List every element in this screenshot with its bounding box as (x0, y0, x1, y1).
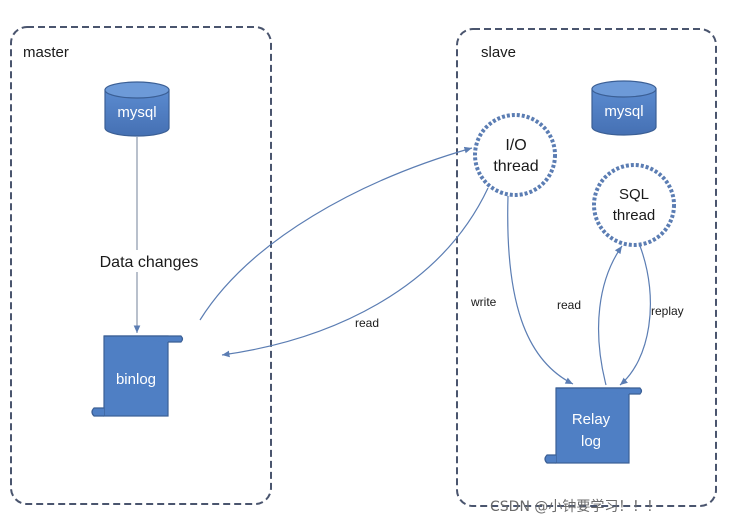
io-thread-node: I/O thread (473, 113, 557, 197)
relay-log-label-line1: Relay (572, 411, 611, 428)
replay-label: replay (651, 304, 684, 318)
binlog-to-io-arrow (199, 146, 473, 321)
relay-log-label-line2: log (581, 433, 601, 450)
write-label: write (470, 295, 497, 309)
sql-thread-node: SQL thread (592, 163, 676, 247)
data-changes-label: Data changes (100, 254, 199, 271)
binlog-label: binlog (116, 371, 156, 388)
master-mysql-database-icon: mysql (104, 81, 170, 137)
binlog-scroll-icon: binlog (91, 335, 184, 417)
replay-arrow (619, 245, 651, 386)
data-changes-label-bg (96, 250, 202, 272)
write-relay-arrow (507, 195, 574, 385)
slave-mysql-database-icon: mysql (591, 80, 657, 136)
read-relay-label: read (557, 298, 581, 312)
read-binlog-label: read (355, 316, 379, 330)
master-frame (10, 26, 272, 505)
relay-log-scroll-icon: Relay log (544, 387, 643, 464)
slave-title: slave (481, 44, 516, 61)
read-relay-arrow (598, 245, 623, 386)
master-title: master (23, 44, 69, 61)
io-thread-label-line2: thread (493, 158, 538, 175)
slave-mysql-label: mysql (604, 103, 643, 120)
master-mysql-label: mysql (117, 104, 156, 121)
watermark-text: CSDN @小钟要学习！！！ (490, 498, 660, 515)
io-thread-label-line1: I/O (505, 137, 526, 154)
io-read-binlog-arrow (221, 187, 489, 358)
sql-thread-label-line1: SQL (619, 186, 649, 203)
slave-frame (456, 28, 717, 507)
sql-thread-label-line2: thread (613, 207, 656, 224)
